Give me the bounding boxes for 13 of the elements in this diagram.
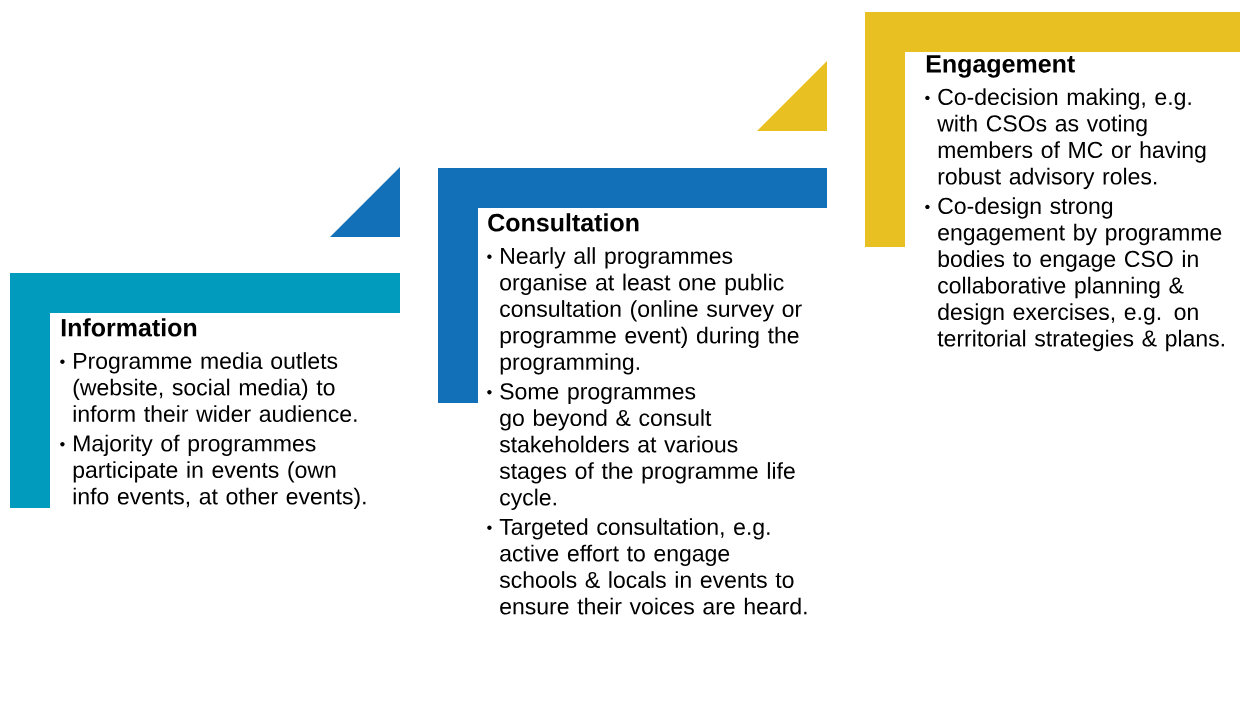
bullet-item: Co-design strong engagement by programme bodies to engage CSO in collaborative planning & design exercises, e.g. on territorial strategies & plans. [925, 197, 1224, 352]
bullet-item: Programme media outlets (website, social media) to inform their wider audience. [60, 352, 357, 423]
step-panel [10, 273, 400, 510]
step-heading: Consultation [488, 213, 639, 232]
bullet-item: Some programmes go beyond & consult stakeholders at various stages of the programme life cycle. [487, 383, 795, 511]
bullet-item: Co-decision making, e.g. with CSOs as voting members of MC or having robust advisory roles. [925, 88, 1206, 190]
step-panel [438, 168, 827, 615]
step-heading: Engagement [926, 55, 1075, 78]
bullet-item: Nearly all programmes organise at least one public consultation (online survey or programme event) during the programming. [487, 247, 802, 375]
step-panel [865, 12, 1240, 352]
bullet-item: Majority of programmes participate in events (own info events, at other events). [60, 434, 366, 510]
step-heading: Information [61, 318, 197, 337]
bullet-item: Targeted consultation, e.g. active effort to engage schools & locals in events to ensure their voices are heard. [487, 518, 807, 615]
